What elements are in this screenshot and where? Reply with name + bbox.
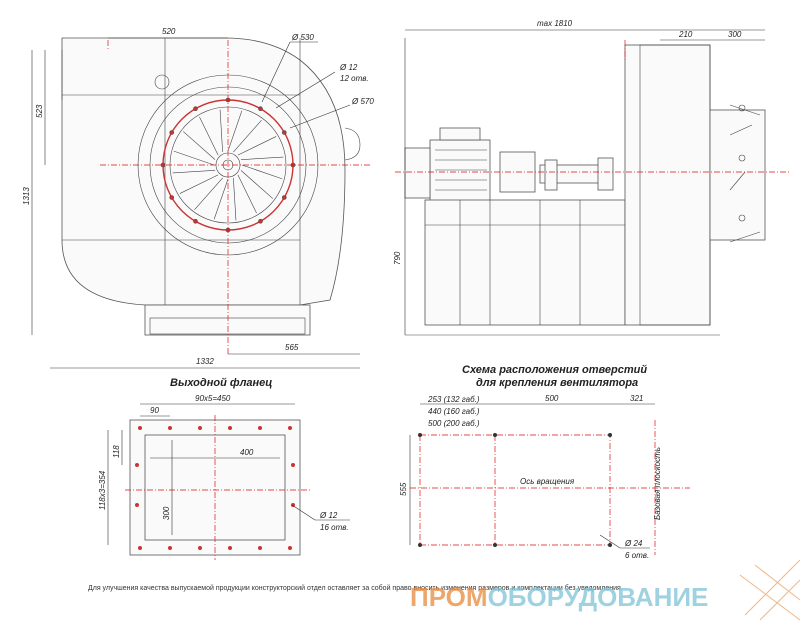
impeller-blade — [219, 109, 223, 153]
inlet-hole — [193, 106, 198, 112]
inlet-hole — [281, 130, 287, 135]
side-view: max 1810 210 300 790 — [393, 19, 790, 336]
dim-d12: Ø 12 — [319, 511, 338, 520]
front-view: 520 523 1313 1332 565 Ø 530 Ø 12 12 отв.… — [22, 27, 374, 369]
side-housing — [624, 44, 711, 326]
scheme-title-line2: для крепления вентилятора — [476, 377, 638, 389]
impeller-blade — [240, 170, 274, 199]
flange-hole — [138, 426, 142, 430]
motor — [429, 139, 491, 206]
watermark-logo: ПРОМОБОРУДОВАНИЕ — [410, 582, 708, 612]
dim-253: 253 (132 габ.) — [427, 395, 480, 404]
mount-holes — [418, 433, 612, 547]
impeller-blade — [179, 174, 219, 194]
damper-levers — [729, 104, 761, 243]
side-frame — [424, 199, 626, 326]
impeller-blade — [237, 136, 277, 156]
dim-321: 321 — [630, 394, 643, 403]
dim-118: 118 — [112, 445, 121, 458]
mount-outline — [419, 434, 611, 546]
impeller-blade — [173, 150, 215, 166]
dim-500: 500 — [545, 394, 559, 403]
outlet-flange: Выходной фланец 90x5=450 90 400 118 118x… — [98, 377, 350, 560]
impeller-blade — [233, 119, 262, 153]
dim-400: 400 — [240, 448, 254, 457]
dim-d24: Ø 24 — [624, 539, 643, 548]
flange-hole — [291, 463, 295, 467]
inlet-damper — [709, 109, 766, 241]
flange-title: Выходной фланец — [170, 377, 272, 389]
dim-d530: Ø 530 — [291, 33, 314, 42]
inlet-hole — [258, 218, 263, 224]
flange-hole — [135, 463, 139, 467]
dim-6-holes: 6 отв. — [625, 551, 649, 560]
flange-hole — [198, 546, 202, 550]
dim-d12: Ø 12 — [339, 63, 358, 72]
flange-hole — [288, 546, 292, 550]
impeller-blade — [227, 110, 243, 152]
dim-523: 523 — [35, 104, 44, 118]
dim-210: 210 — [678, 30, 693, 39]
flange-hole — [198, 426, 202, 430]
impeller-blade — [213, 178, 229, 220]
impeller-blade — [194, 177, 223, 211]
dim-520: 520 — [162, 27, 176, 36]
flange-hole — [168, 426, 172, 430]
impeller-blade — [237, 174, 257, 214]
inlet-hole — [169, 130, 175, 135]
dim-118x3: 118x3=354 — [98, 470, 107, 510]
axis-label: Ось вращения — [520, 477, 575, 486]
dim-90: 90 — [150, 406, 159, 415]
dim-max-1810: max 1810 — [537, 19, 573, 28]
flange-hole — [258, 426, 262, 430]
flange-hole — [138, 546, 142, 550]
side-handle — [344, 127, 361, 161]
watermark-grid-icon — [739, 559, 801, 621]
impeller-blade — [199, 116, 219, 156]
inlet-hole — [169, 195, 175, 200]
inlet-hole — [193, 218, 198, 224]
fan-housing — [61, 37, 346, 306]
front-base — [144, 304, 311, 336]
flange-hole — [228, 426, 232, 430]
dim-555: 555 — [399, 482, 408, 496]
dim-1313: 1313 — [22, 187, 31, 205]
dim-440: 440 (160 габ.) — [428, 407, 480, 416]
flange-hole — [168, 546, 172, 550]
scheme-title-line1: Схема расположения отверстий — [462, 364, 647, 376]
dim-12-holes: 12 отв. — [340, 74, 369, 83]
dim-300: 300 — [162, 506, 171, 520]
dim-1332: 1332 — [196, 357, 214, 366]
footer-disclaimer: Для улучшения качества выпускаемой проду… — [88, 584, 621, 592]
inspection-port — [154, 74, 170, 90]
dim-90x5: 90x5=450 — [195, 394, 231, 403]
watermark-part2: ОБОРУДОВАНИЕ — [488, 582, 709, 612]
flange-hole — [288, 426, 292, 430]
inlet-hole — [281, 195, 287, 200]
impeller-blade — [240, 156, 284, 160]
base-plane-label: Базовая плоскость — [653, 447, 662, 520]
dim-16-holes: 16 отв. — [320, 523, 349, 532]
motor-fins — [435, 149, 487, 191]
dim-300: 300 — [728, 30, 742, 39]
flange-hole — [258, 546, 262, 550]
dim-790: 790 — [393, 251, 402, 265]
watermark-part1: ПРОМ — [410, 582, 488, 612]
dim-565: 565 — [285, 343, 299, 352]
impeller-blades — [160, 97, 296, 233]
impeller-blade — [233, 177, 237, 221]
mounting-scheme: Схема расположения отверстий для креплен… — [399, 364, 690, 560]
flange-hole — [228, 546, 232, 550]
inlet-hole — [258, 106, 263, 112]
dim-d570: Ø 570 — [351, 97, 374, 106]
flange-hole — [135, 503, 139, 507]
impeller-blade — [182, 131, 216, 160]
impeller-blade — [172, 170, 216, 174]
impeller-blade — [241, 164, 283, 180]
dim-500-200: 500 (200 габ.) — [428, 419, 480, 428]
